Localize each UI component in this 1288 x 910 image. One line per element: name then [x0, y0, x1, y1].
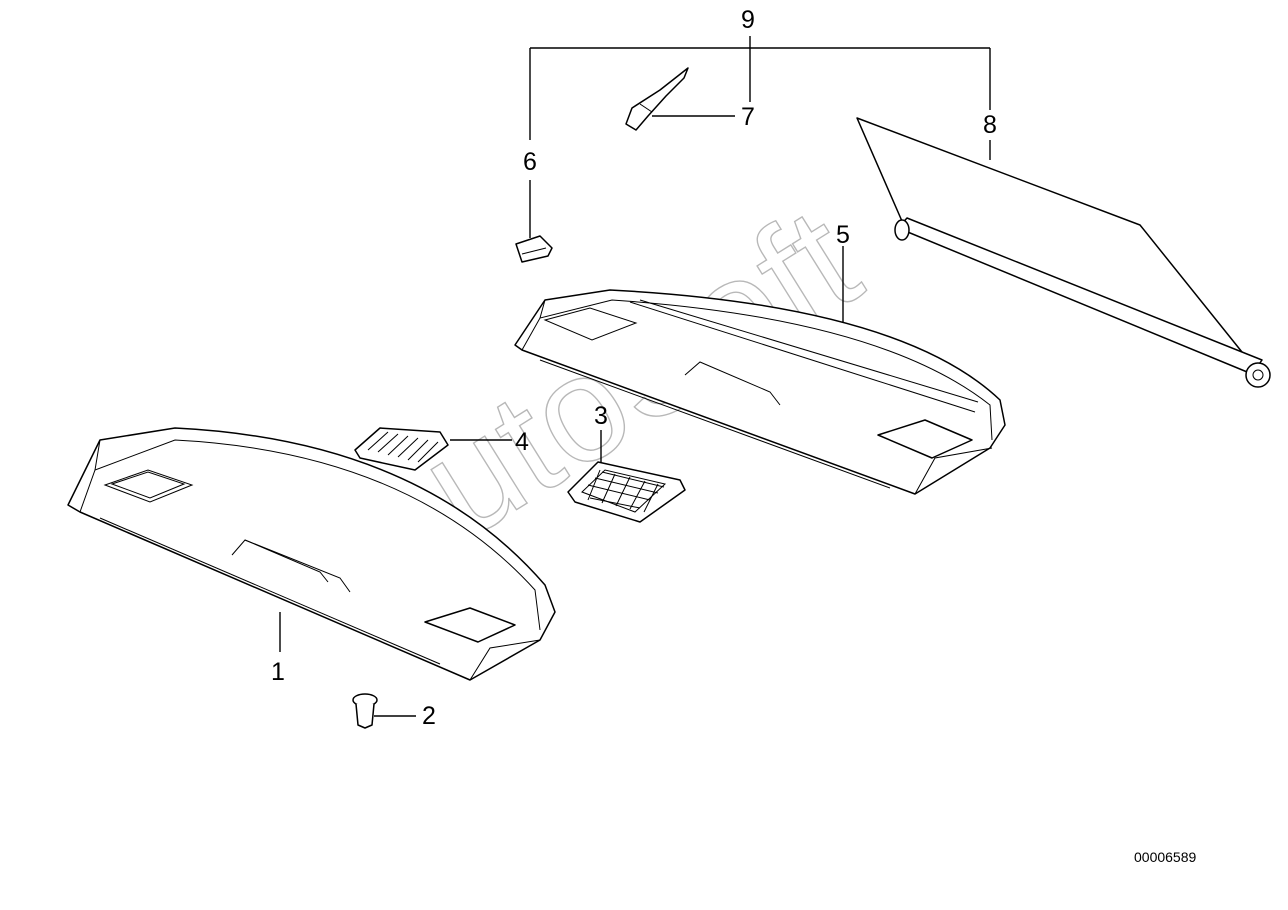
- part-6-holder: [515, 235, 553, 263]
- callout-6: 6: [523, 148, 537, 176]
- callout-9: 9: [741, 6, 755, 34]
- part-7-bracket: [625, 67, 689, 131]
- callout-4: 4: [515, 428, 529, 456]
- part-8-roller-blind: [856, 117, 1271, 388]
- callout-1: 1: [271, 658, 285, 686]
- callout-7: 7: [741, 103, 755, 131]
- part-5-parcel-shelf: [514, 289, 1006, 495]
- part-2-clip: [352, 693, 378, 729]
- part-1-parcel-shelf: [67, 427, 556, 681]
- callout-3: 3: [594, 402, 608, 430]
- callout-8: 8: [983, 111, 997, 139]
- callout-2: 2: [422, 702, 436, 730]
- part-3-speaker-grille: [567, 461, 686, 523]
- leader-lines: [279, 36, 991, 717]
- document-number: 00006589: [1134, 849, 1197, 865]
- part-4-speaker-cover: [354, 427, 449, 471]
- callout-5: 5: [836, 221, 850, 249]
